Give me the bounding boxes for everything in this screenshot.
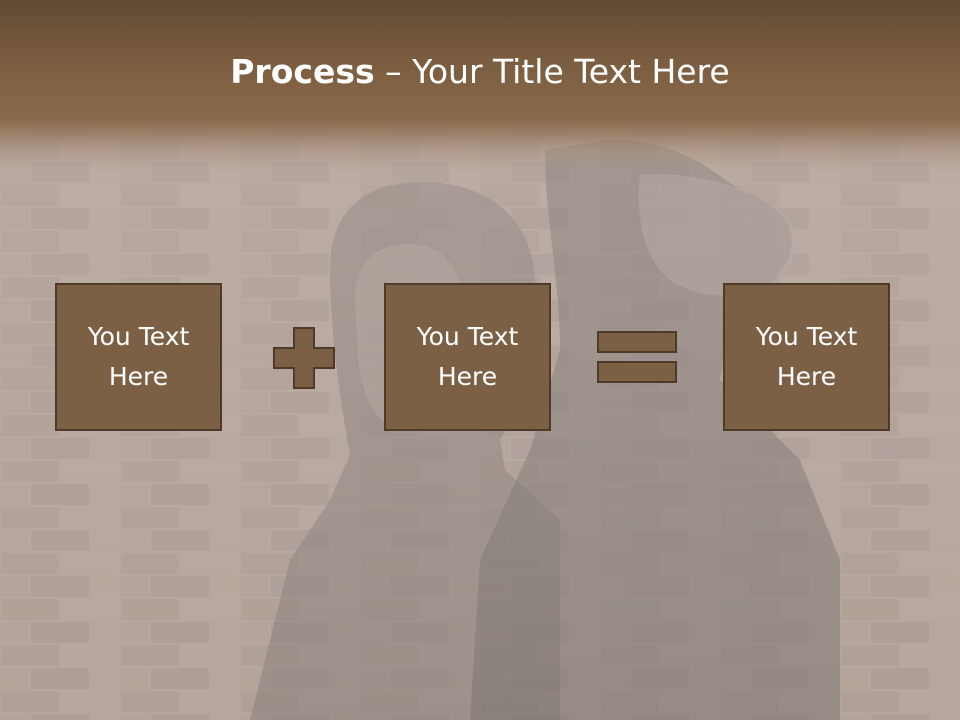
process-box-1-text: You Text Here xyxy=(69,317,209,397)
process-box-2[interactable]: You Text Here xyxy=(384,283,551,431)
title-bold: Process xyxy=(230,52,375,91)
title-rest: – Your Title Text Here xyxy=(374,52,730,91)
process-box-2-line2: Here xyxy=(437,362,498,391)
plus-icon xyxy=(273,327,335,389)
process-box-1-line2: Here xyxy=(108,362,169,391)
process-box-1-line1: You Text xyxy=(87,322,190,351)
process-box-2-line1: You Text xyxy=(416,322,519,351)
process-box-2-text: You Text Here xyxy=(398,317,538,397)
title-band xyxy=(0,0,960,170)
equals-icon xyxy=(597,331,677,383)
process-box-3[interactable]: You Text Here xyxy=(723,283,890,431)
process-box-1[interactable]: You Text Here xyxy=(55,283,222,431)
process-box-3-line2: Here xyxy=(776,362,837,391)
slide-title: Process – Your Title Text Here xyxy=(0,52,960,91)
process-box-3-line1: You Text xyxy=(755,322,858,351)
process-box-3-text: You Text Here xyxy=(737,317,877,397)
